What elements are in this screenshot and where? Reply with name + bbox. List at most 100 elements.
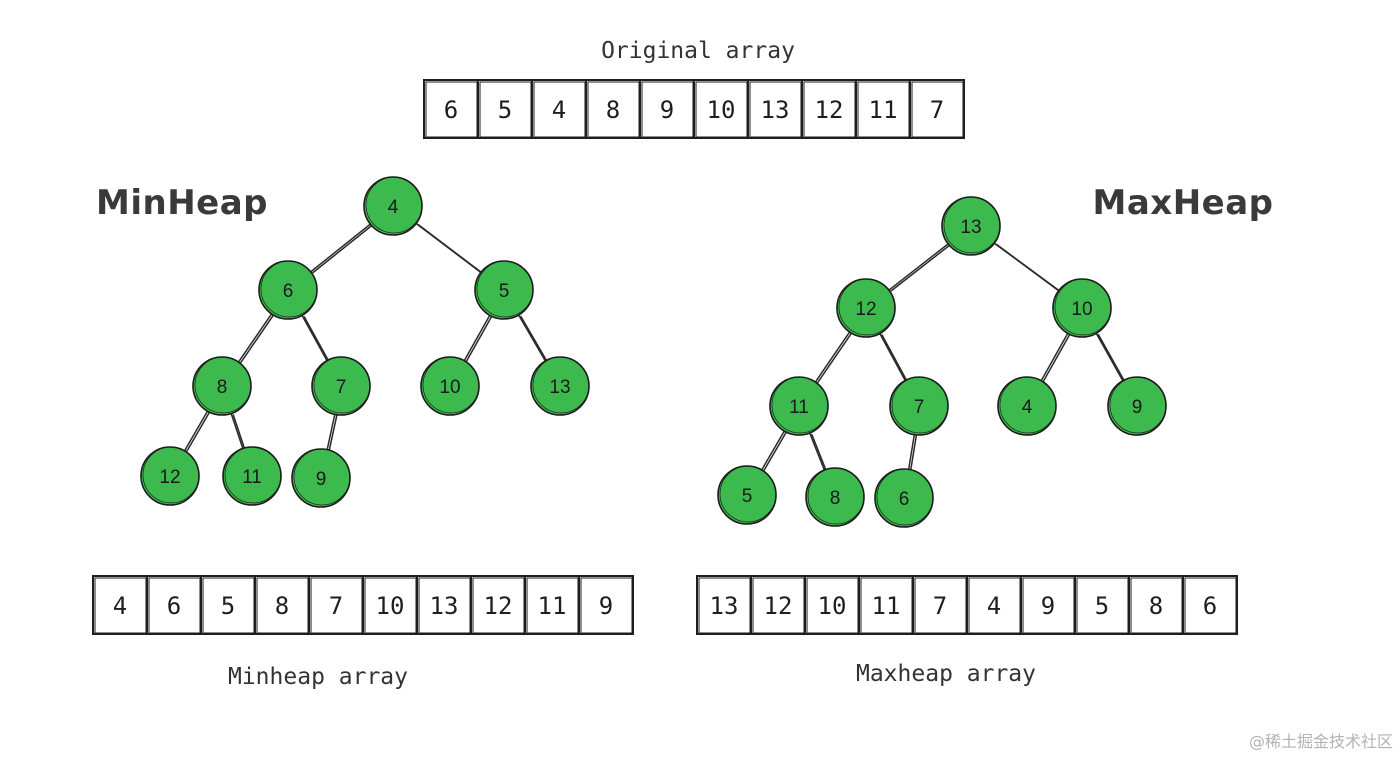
maxheap-array-cell: 13	[696, 575, 752, 635]
maxheap-node-value: 8	[830, 488, 841, 509]
minheap-edge	[310, 223, 371, 273]
maxheap-array-caption: Maxheap array	[856, 661, 1036, 687]
maxheap-array-cell-value: 13	[710, 592, 739, 620]
minheap-node-value: 9	[316, 469, 327, 490]
original-array-cell-value: 4	[552, 96, 566, 124]
minheap-array-cell: 8	[254, 575, 310, 635]
maxheap-node-value: 7	[914, 397, 925, 418]
original-array-cell: 11	[855, 79, 911, 139]
maxheap-node: 9	[1107, 376, 1167, 436]
minheap-array-cell: 11	[524, 575, 580, 635]
minheap-array-cell: 13	[416, 575, 472, 635]
minheap-edge	[237, 313, 273, 363]
maxheap-edge-sketch	[810, 433, 828, 472]
maxheap-array-cell: 12	[750, 575, 806, 635]
original-array-cell: 5	[477, 79, 533, 139]
original-array-cell-value: 7	[930, 96, 944, 124]
minheap-node: 8	[192, 356, 252, 416]
maxheap-node: 12	[836, 278, 896, 338]
maxheap-node-value: 4	[1022, 397, 1033, 418]
maxheap-edge	[1095, 332, 1124, 382]
maxheap-node-value: 13	[960, 217, 981, 238]
maxheap-array-cell-value: 9	[1041, 592, 1055, 620]
minheap-node: 7	[311, 356, 371, 416]
minheap-edge	[183, 410, 209, 452]
original-array-cell: 4	[531, 79, 587, 139]
minheap-edge-sketch	[417, 223, 484, 275]
maxheap-array-cell-value: 5	[1095, 592, 1109, 620]
maxheap-array-cell-value: 10	[818, 592, 847, 620]
maxheap-edge-sketch	[816, 332, 853, 384]
maxheap-node: 8	[805, 467, 865, 527]
maxheap-array-cell: 11	[858, 575, 914, 635]
maxheap-node: 7	[889, 376, 949, 436]
maxheap-node: 13	[941, 196, 1001, 256]
minheap-edge	[517, 314, 547, 362]
minheap-node-value: 12	[159, 467, 180, 488]
minheap-array-cell-value: 4	[113, 592, 127, 620]
minheap-edge-sketch	[328, 415, 338, 451]
minheap-node-value: 4	[388, 197, 399, 218]
maxheap-array-cell: 6	[1182, 575, 1238, 635]
maxheap-array-cell-value: 11	[872, 592, 901, 620]
original-array-cell-value: 8	[606, 96, 620, 124]
maxheap-array-cell-value: 8	[1149, 592, 1163, 620]
maxheap-edge-sketch	[1042, 333, 1071, 383]
original-array-cell: 12	[801, 79, 857, 139]
minheap-edge	[301, 315, 328, 361]
minheap-array-cell-value: 6	[167, 592, 181, 620]
minheap-array-cell-value: 13	[430, 592, 459, 620]
minheap-array-caption: Minheap array	[228, 664, 408, 690]
minheap-edge-sketch	[232, 414, 246, 450]
maxheap-node-value: 12	[855, 299, 876, 320]
minheap-node-value: 11	[242, 467, 262, 488]
maxheap-edge	[760, 430, 786, 471]
minheap-edge-sketch	[465, 315, 493, 363]
original-array-cell-value: 10	[707, 96, 736, 124]
maxheap-edge	[1040, 332, 1069, 382]
minheap-array-cell: 9	[578, 575, 634, 635]
maxheap-edge-sketch	[881, 334, 908, 382]
maxheap-edge	[879, 333, 906, 381]
minheap-edge	[463, 314, 491, 362]
maxheap-edge	[907, 434, 916, 470]
minheap-array-cell-value: 11	[538, 592, 567, 620]
maxheap-node: 10	[1052, 278, 1112, 338]
maxheap-array-cell-value: 4	[987, 592, 1001, 620]
minheap-array-cell: 7	[308, 575, 364, 635]
original-array-cell-value: 12	[815, 96, 844, 124]
minheap-edge-sketch	[312, 224, 373, 274]
minheap-node-value: 13	[549, 377, 570, 398]
maxheap-edge-sketch	[995, 243, 1062, 293]
maxheap-node-value: 9	[1132, 397, 1143, 418]
original-array-cell: 8	[585, 79, 641, 139]
minheap-array-cell-value: 7	[329, 592, 343, 620]
maxheap-array-cell: 9	[1020, 575, 1076, 635]
minheap-node: 6	[258, 260, 318, 320]
minheap-node: 4	[363, 176, 423, 236]
maxheap-node: 11	[769, 376, 829, 436]
original-array-cell-value: 13	[761, 96, 790, 124]
maxheap-array-cell: 5	[1074, 575, 1130, 635]
original-array-cell-value: 9	[660, 96, 674, 124]
minheap-node-value: 5	[499, 281, 510, 302]
maxheap-array-cell: 7	[912, 575, 968, 635]
original-array-cell: 7	[909, 79, 965, 139]
minheap-array-cell: 5	[200, 575, 256, 635]
original-array-cell: 9	[639, 79, 695, 139]
minheap-node: 13	[530, 356, 590, 416]
minheap-array-cell-value: 8	[275, 592, 289, 620]
maxheap-title: MaxHeap	[1092, 183, 1273, 223]
original-array-cell: 6	[423, 79, 479, 139]
minheap-array-cell-value: 12	[484, 592, 513, 620]
minheap-node: 11	[222, 446, 282, 506]
maxheap-edges	[760, 242, 1126, 472]
original-array-cell-value: 11	[869, 96, 898, 124]
original-array-cell: 13	[747, 79, 803, 139]
maxheap-edge-sketch	[890, 244, 951, 292]
maxheap-node-value: 5	[742, 486, 753, 507]
